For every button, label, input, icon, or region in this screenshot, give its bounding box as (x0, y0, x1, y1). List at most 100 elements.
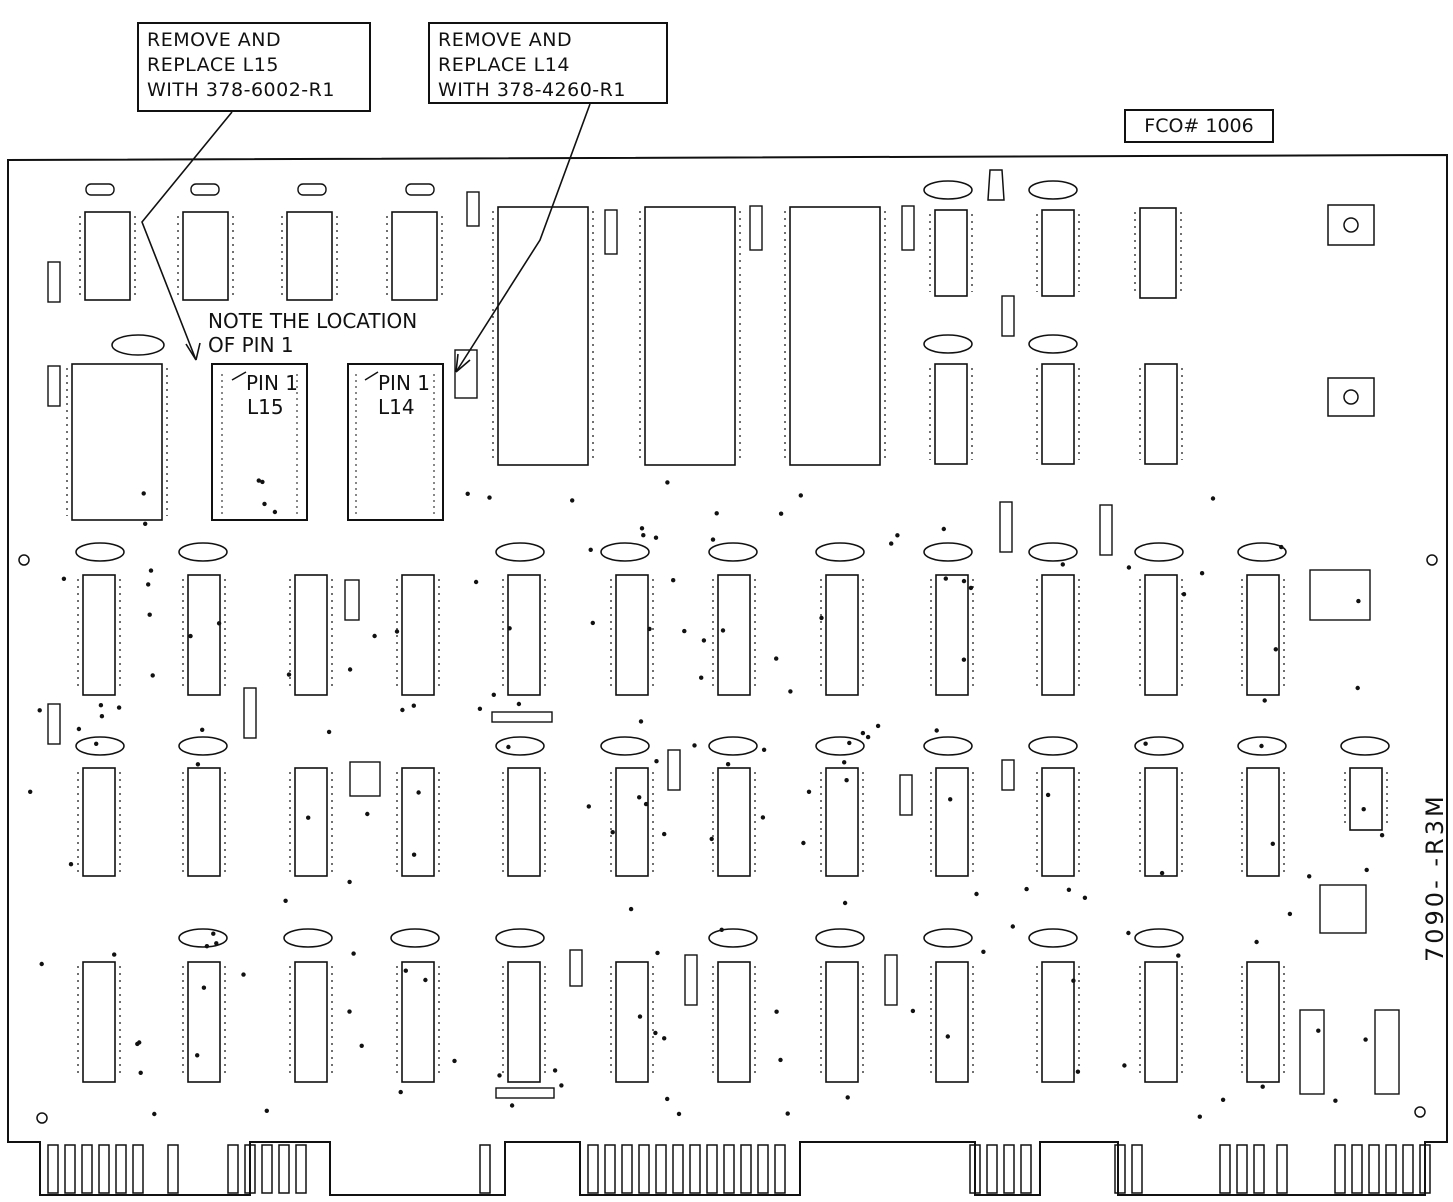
ic-package (1144, 574, 1178, 696)
ic-package (1144, 767, 1178, 877)
via-dot (647, 626, 652, 632)
ic-package (1041, 209, 1075, 297)
via-dot (895, 533, 900, 538)
via-dot (1220, 1097, 1226, 1103)
leader-line-l14 (455, 103, 591, 373)
connector-finger (1419, 1144, 1431, 1194)
ic-package (1144, 961, 1178, 1083)
resistor (349, 761, 381, 797)
via-dot (112, 952, 117, 957)
connector-finger (1114, 1144, 1126, 1194)
ic-package (615, 574, 649, 696)
connector-finger (1368, 1144, 1380, 1194)
via-dot (774, 1009, 779, 1014)
resistor (684, 954, 698, 1006)
connector-finger (638, 1144, 650, 1194)
via-dot (61, 576, 67, 581)
via-dot (860, 730, 866, 736)
via-dot (256, 478, 261, 483)
via-dot (1210, 496, 1216, 501)
via-dot (347, 1009, 352, 1014)
resistor-layer (47, 169, 1400, 1099)
via-dot (195, 1053, 200, 1058)
via-dot (682, 628, 687, 634)
ic-package (294, 767, 328, 877)
via-dot (671, 578, 676, 583)
capacitor (1028, 736, 1078, 756)
via-dot (1082, 895, 1088, 900)
via-dot (152, 1111, 157, 1117)
via-dot (188, 633, 193, 639)
via-dot (150, 673, 155, 678)
via-dot (778, 511, 784, 516)
via-dot (1260, 1084, 1265, 1089)
capacitor-layer (75, 180, 1390, 948)
connector-finger (244, 1144, 256, 1194)
resistor (1099, 504, 1113, 556)
ic-package (789, 206, 881, 466)
small-capacitor (85, 183, 115, 196)
board-part-number: 7090- -R3M (1421, 793, 1449, 962)
callout-l14-line-2: REPLACE L14 (438, 54, 570, 76)
via-dot (559, 1083, 564, 1088)
via-dot (487, 495, 492, 500)
via-dot (945, 1034, 950, 1039)
resistor (243, 687, 257, 739)
capacitor (495, 542, 545, 562)
via-dot (842, 900, 848, 906)
via-dot (200, 727, 205, 732)
connector-finger (479, 1144, 491, 1194)
via-dot (1066, 887, 1072, 892)
via-dot (676, 1111, 682, 1117)
via-dot (28, 789, 33, 794)
via-dot (201, 985, 207, 990)
via-dot (842, 760, 847, 765)
via-dot (452, 1058, 457, 1064)
leader-arrow-l15 (185, 342, 201, 361)
via-dot (1316, 1028, 1321, 1033)
ic-package (187, 767, 221, 877)
small-capacitor (297, 183, 327, 196)
capacitor (1028, 334, 1078, 354)
via-dot (272, 509, 278, 515)
connector-finger (1385, 1144, 1397, 1194)
via-dot (760, 815, 766, 820)
via-dot (875, 723, 881, 729)
via-dot (778, 1057, 783, 1063)
resistor (454, 349, 478, 399)
ic-package (644, 206, 736, 466)
capacitor (1028, 928, 1078, 948)
resistor (899, 774, 913, 816)
via-dot (968, 585, 974, 591)
via-dot (662, 831, 667, 837)
connector-finger (227, 1144, 239, 1194)
via-dot (68, 862, 74, 867)
note-line-1: NOTE THE LOCATION (208, 309, 417, 333)
connector-finger (1276, 1144, 1288, 1194)
ic-package (401, 961, 435, 1083)
via-dot (94, 741, 99, 746)
ic-package (1246, 961, 1280, 1083)
via-dot (143, 521, 148, 526)
via-dot (264, 1108, 269, 1114)
capacitor (1340, 736, 1390, 756)
via-dot (214, 941, 219, 946)
via-dot (1262, 698, 1267, 703)
fco-label: FCO# 1006 (1144, 115, 1254, 137)
via-dot (347, 879, 352, 885)
connector-finger (689, 1144, 701, 1194)
callout-l14-line-1: REMOVE AND (438, 29, 573, 51)
via-dot (147, 612, 152, 617)
chip-l15-ref: L15 (247, 395, 284, 419)
mounting-hole (1426, 554, 1438, 566)
via-dot (1363, 1037, 1368, 1042)
capacitor (1134, 736, 1184, 756)
ic-package (82, 574, 116, 696)
via-dot (665, 480, 670, 485)
via-dot (889, 541, 894, 546)
ic-package (935, 767, 969, 877)
via-dot (39, 961, 44, 967)
connector-finger (1236, 1144, 1248, 1194)
via-dot (365, 811, 370, 817)
